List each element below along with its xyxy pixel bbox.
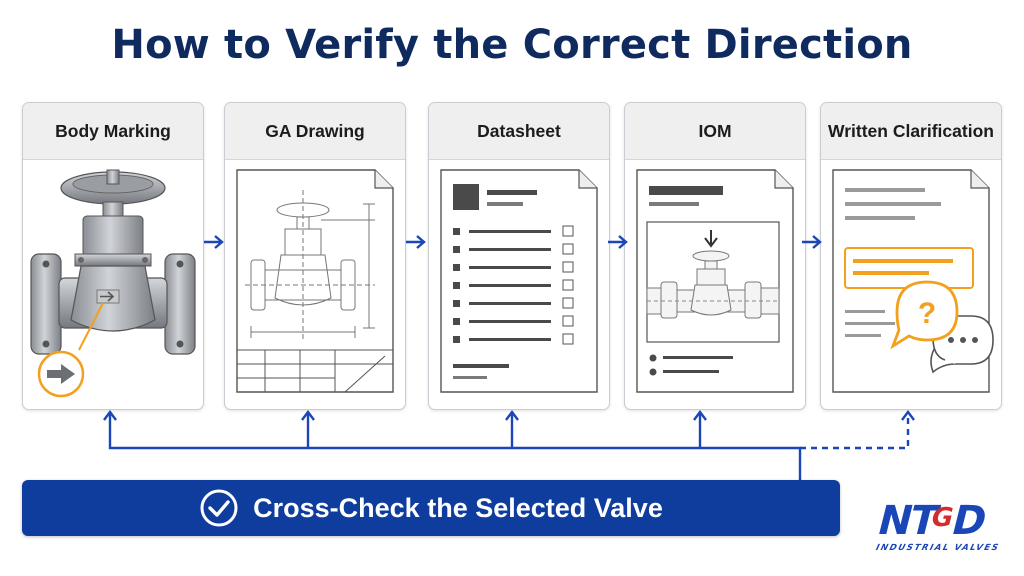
ntgd-logo: NT D G INDUSTRIAL VALVES (873, 497, 1001, 553)
step-label: Body Marking (23, 103, 203, 160)
svg-text:INDUSTRIAL VALVES: INDUSTRIAL VALVES (875, 543, 1001, 553)
step-card-written-clarification: Written Clarification ? (820, 102, 1002, 410)
svg-text:?: ? (918, 297, 936, 330)
flow-arrow-icon (608, 235, 628, 249)
check-circle-icon (200, 489, 238, 527)
step-card-iom: IOM (624, 102, 806, 410)
step-card-body-marking: Body Marking (22, 102, 204, 410)
step-label: GA Drawing (225, 103, 405, 160)
flow-arrow-icon (802, 235, 822, 249)
valve-body-icon (30, 169, 196, 398)
cross-check-banner: Cross-Check the Selected Valve (22, 480, 840, 536)
flow-arrow-icon (406, 235, 426, 249)
datasheet-icon (440, 169, 598, 393)
step-label: IOM (625, 103, 805, 160)
flow-arrow-icon (204, 235, 224, 249)
written-clarification-icon: ? (832, 169, 994, 393)
step-card-ga-drawing: GA Drawing (224, 102, 406, 410)
step-card-datasheet: Datasheet (428, 102, 610, 410)
banner-label: Cross-Check the Selected Valve (253, 492, 663, 523)
step-label: Written Clarification (821, 103, 1001, 160)
iom-manual-icon (636, 169, 794, 393)
step-label: Datasheet (429, 103, 609, 160)
page-title: How to Verify the Correct Direction (111, 22, 913, 68)
ga-drawing-icon (236, 169, 394, 393)
